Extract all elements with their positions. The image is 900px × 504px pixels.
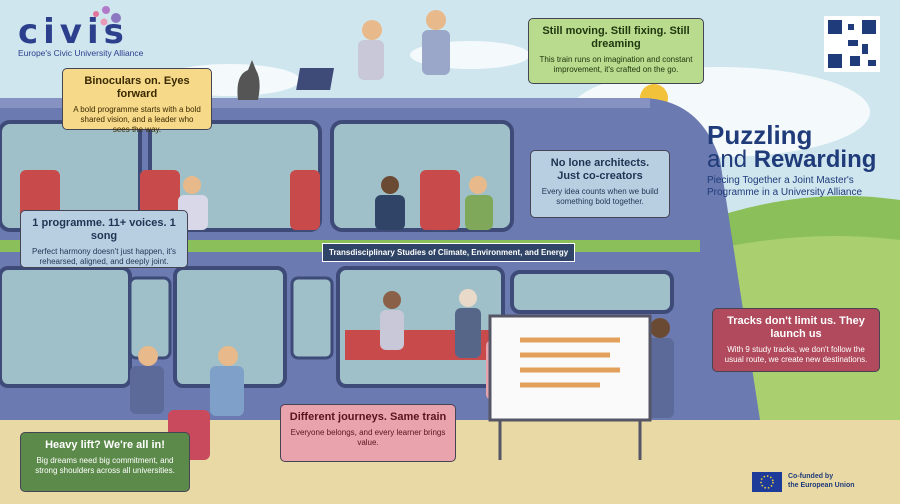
card-binoculars: Binoculars on. Eyes forward A bold progr…: [62, 68, 212, 134]
card-architects: No lone architects. Just co-creators Eve…: [530, 150, 670, 218]
title-line1: Puzzling: [707, 120, 813, 150]
civis-logo: civis: [18, 12, 129, 52]
logo-dots-icon: [93, 6, 121, 26]
card-body: Perfect harmony doesn't just happen, it'…: [31, 247, 177, 266]
card-tracks: Tracks don't limit us. They launch us Wi…: [712, 308, 880, 372]
window: [510, 270, 674, 314]
cat: [237, 60, 260, 100]
title-line2: and Rewarding: [707, 146, 876, 174]
logo-tagline: Europe's Civic University Alliance: [18, 48, 144, 58]
card-lift: Heavy lift? We're all in! Big dreams nee…: [20, 432, 190, 492]
card-heading: Heavy lift? We're all in!: [45, 439, 165, 451]
window: [0, 266, 132, 388]
card-body: With 9 study tracks, we don't follow the…: [724, 345, 868, 364]
train-roof: [0, 98, 650, 108]
card-heading: Binoculars on. Eyes forward: [84, 75, 190, 100]
programme-banner: Transdisciplinary Studies of Climate, En…: [322, 243, 576, 262]
eu-line2: the European Union: [788, 482, 855, 489]
card-body: A bold programme starts with a bold shar…: [73, 105, 201, 134]
card-heading: 1 programme. 11+ voices. 1 song: [32, 217, 176, 242]
title-and: and: [707, 146, 754, 173]
eu-line1: Co-funded by: [788, 473, 834, 480]
laptop: [296, 68, 335, 90]
card-journeys: Different journeys. Same train Everyone …: [280, 404, 456, 462]
card-heading: Still moving. Still fixing. Still dreami…: [542, 25, 690, 50]
subtitle: Piecing Together a Joint Master's Progra…: [707, 175, 863, 198]
card-heading: Different journeys. Same train: [289, 411, 447, 423]
door-window: [128, 276, 172, 360]
card-voices: 1 programme. 11+ voices. 1 song Perfect …: [20, 210, 188, 268]
board-lines: [520, 337, 620, 388]
card-moving: Still moving. Still fixing. Still dreami…: [528, 18, 704, 84]
card-body: This train runs on imagination and const…: [539, 55, 693, 74]
card-heading: Tracks don't limit us. They launch us: [727, 315, 865, 340]
title-rewarding: Rewarding: [753, 146, 877, 173]
eu-flag-icon: [752, 472, 782, 492]
door-window: [290, 276, 334, 360]
card-body: Everyone belongs, and every learner brin…: [290, 428, 446, 447]
seat: [290, 170, 320, 230]
qr-code-icon: [824, 16, 880, 72]
card-body: Big dreams need big commitment, and stro…: [35, 456, 175, 475]
eu-cofunding: Co-funded by the European Union: [788, 472, 855, 490]
card-body: Every idea counts when we build somethin…: [541, 187, 659, 206]
seat: [420, 170, 460, 230]
card-heading: No lone architects. Just co-creators: [550, 157, 650, 182]
